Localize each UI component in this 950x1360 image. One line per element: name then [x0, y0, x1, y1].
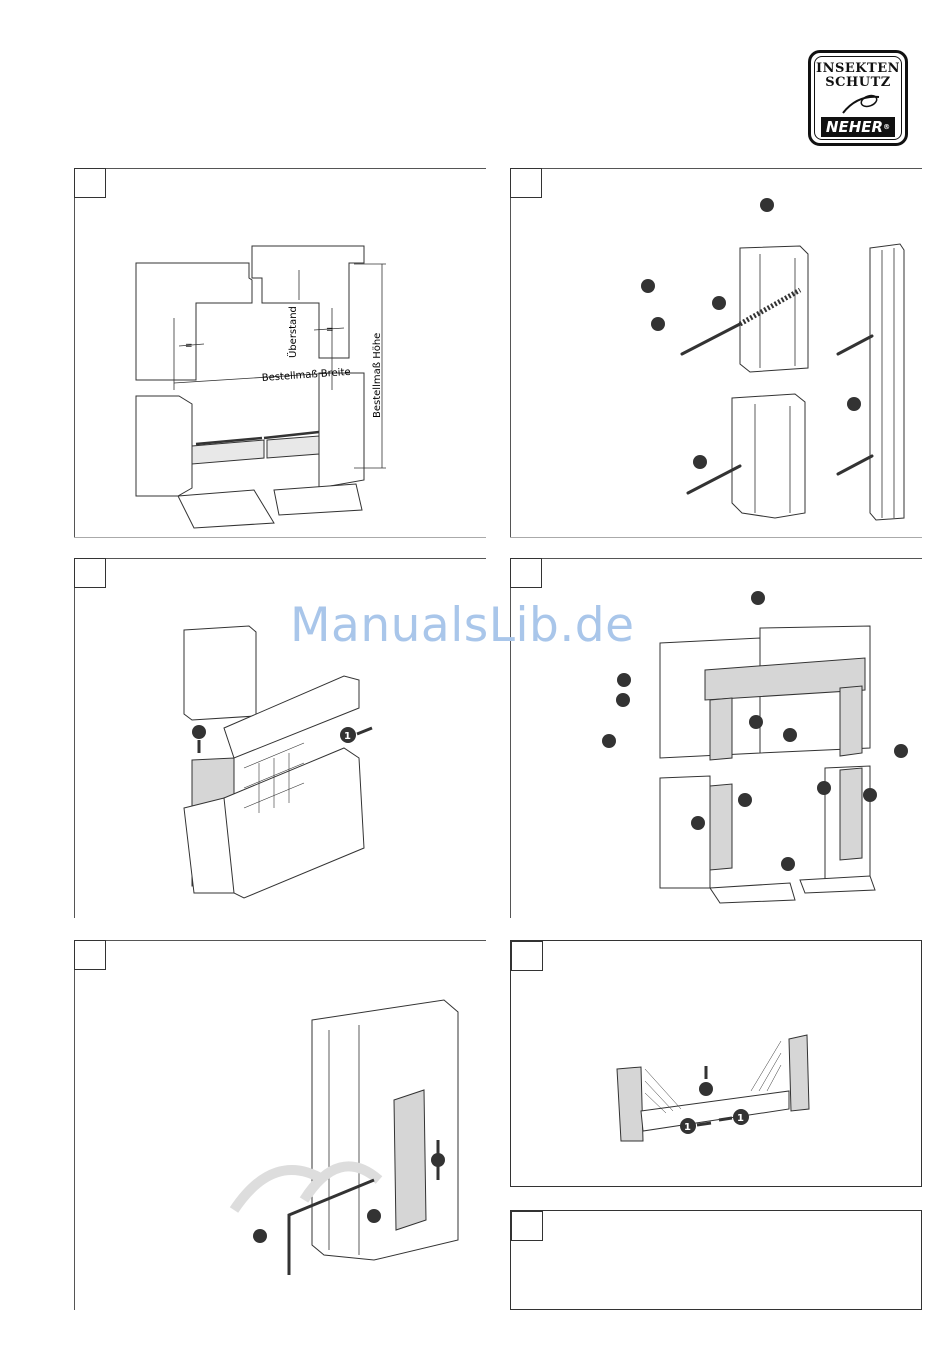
order-height-label: Bestellmaß Höhe [372, 333, 383, 418]
step-number-box [511, 1211, 543, 1241]
callout-marker [192, 725, 206, 739]
neher-logo: INSEKTEN SCHUTZ NEHER® [808, 50, 908, 146]
logo-insect-icon [841, 91, 881, 115]
watermark: ManualsLib.de [290, 598, 635, 653]
callout-marker [894, 744, 908, 758]
logo-line-1: INSEKTEN [811, 61, 905, 76]
callout-marker [712, 296, 726, 310]
logo-line-2: SCHUTZ [811, 75, 905, 90]
callout-marker [749, 715, 763, 729]
logo-brand-text: NEHER [826, 118, 883, 136]
callout-marker [781, 857, 795, 871]
callout-marker [693, 455, 707, 469]
callout-marker [253, 1229, 267, 1243]
callout-marker [602, 734, 616, 748]
arrow-number-label: 1 [737, 1113, 744, 1124]
drilling-illustration [510, 168, 922, 538]
panel-step-2 [510, 168, 922, 538]
callout-marker [863, 788, 877, 802]
logo-brand: NEHER® [821, 117, 895, 137]
callout-marker [738, 793, 752, 807]
equal-right-label: = [326, 325, 334, 335]
bottom-rail-illustration: 1 1 [511, 941, 921, 1186]
panel-step-7 [510, 1210, 922, 1310]
callout-marker [367, 1209, 381, 1223]
panel-step-6: 1 1 [510, 940, 922, 1187]
arrow-number-label: 1 [684, 1122, 691, 1133]
callout-marker [760, 198, 774, 212]
callout-marker [691, 816, 705, 830]
panel-step-5 [74, 940, 486, 1310]
panel-step-1: Bestellmaß Breite Bestellmaß Höhe Überst… [74, 168, 486, 538]
adjustment-illustration [74, 940, 486, 1310]
overhang-label: Überstand [286, 306, 299, 358]
equal-left-label: = [185, 341, 193, 351]
callout-marker [617, 673, 631, 687]
logo-registered: ® [883, 123, 890, 131]
callout-marker [616, 693, 630, 707]
callout-marker [651, 317, 665, 331]
callout-marker [817, 781, 831, 795]
callout-marker [641, 279, 655, 293]
frame-measurement-illustration: Bestellmaß Breite Bestellmaß Höhe Überst… [74, 168, 486, 538]
callout-marker [699, 1082, 713, 1096]
arrow-number-label: 1 [344, 731, 351, 742]
callout-marker [751, 591, 765, 605]
callout-marker [847, 397, 861, 411]
callout-marker [783, 728, 797, 742]
